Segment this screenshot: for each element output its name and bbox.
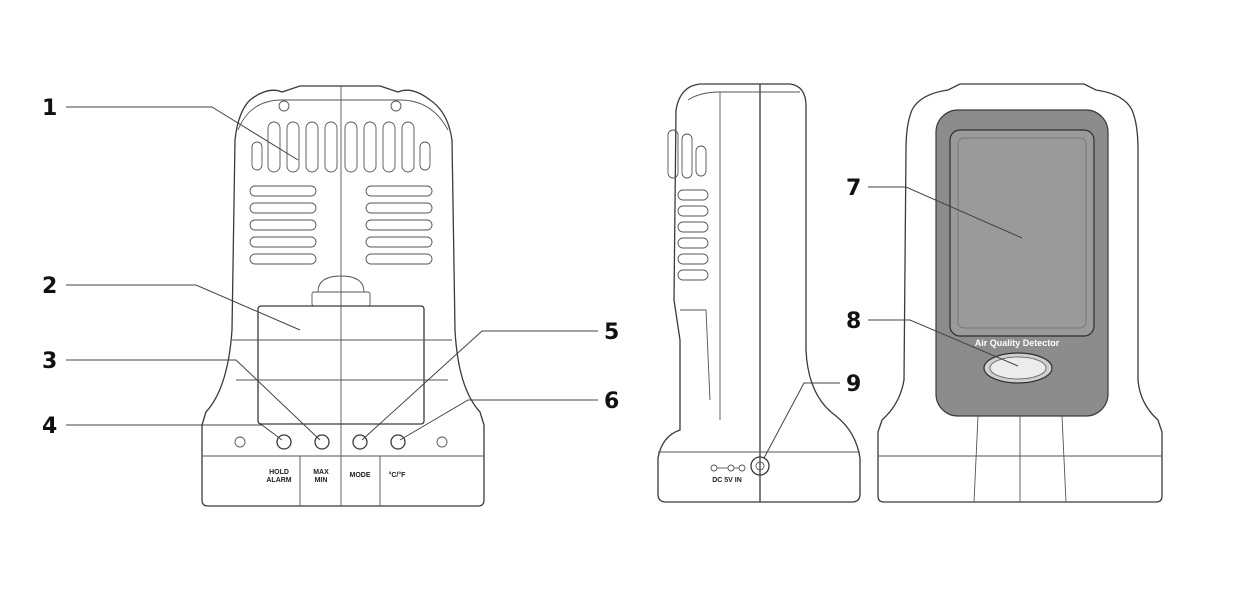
back-top-ridge <box>237 99 449 131</box>
callout-8: 8 <box>846 309 861 334</box>
callout-6: 6 <box>604 389 619 414</box>
callout-1: 1 <box>42 96 57 121</box>
screw-hole <box>278 100 290 112</box>
leader-7 <box>868 186 1023 239</box>
max-min-button[interactable] <box>314 434 330 450</box>
side-battery-edge <box>680 309 711 401</box>
front-base-divider <box>1061 415 1067 503</box>
front-power-button-inner <box>989 356 1047 380</box>
leader-8 <box>868 319 1019 367</box>
lcd-screen <box>949 129 1095 337</box>
lcd-screen-inner <box>957 137 1087 329</box>
hold-alarm-label-line1: HOLD <box>269 469 289 476</box>
side-view-body <box>657 83 861 503</box>
device-label: Air Quality Detector <box>975 338 1060 348</box>
side-view: DC 5V IN <box>657 83 861 503</box>
callout-5: 5 <box>604 320 619 345</box>
callout-9: 9 <box>846 372 861 397</box>
dc-power-port-pin <box>755 461 765 471</box>
hold-alarm-button[interactable] <box>276 434 292 450</box>
side-vent-grille-left <box>249 185 317 265</box>
back-view: HOLD ALARM MAX MIN MODE °C/°F <box>201 85 485 507</box>
leader-4 <box>66 424 283 441</box>
back-callouts: 1 2 3 4 5 6 <box>42 96 619 441</box>
callout-3: 3 <box>42 349 57 374</box>
temp-unit-label: °C/°F <box>389 471 407 479</box>
side-top-ridge <box>687 91 800 101</box>
polarity-icon <box>710 464 746 472</box>
max-min-label-line1: MAX <box>313 469 329 476</box>
leader-2 <box>66 284 301 331</box>
leader-1 <box>66 106 299 161</box>
mode-button[interactable] <box>352 434 368 450</box>
callout-2: 2 <box>42 274 57 299</box>
battery-cover <box>257 275 425 425</box>
top-vent-grille <box>251 121 431 173</box>
callout-4: 4 <box>42 414 57 439</box>
side-vent-slots <box>667 129 709 281</box>
max-min-label-line2: MIN <box>315 477 328 484</box>
front-view: Air Quality Detector <box>877 83 1163 503</box>
mode-label: MODE <box>350 472 371 479</box>
button-row <box>234 434 448 450</box>
dc-power-port[interactable] <box>750 456 770 476</box>
side-vent-grille-right <box>365 185 433 265</box>
leader-6 <box>399 399 598 441</box>
leader-9 <box>763 382 840 459</box>
back-view-body <box>201 85 485 507</box>
front-base-divider <box>973 415 979 503</box>
temp-unit-button[interactable] <box>390 434 406 450</box>
front-callouts: 7 8 <box>846 176 1023 367</box>
leader-5 <box>361 330 598 441</box>
screw-hole <box>390 100 402 112</box>
hold-alarm-label-line2: ALARM <box>266 477 291 484</box>
callout-7: 7 <box>846 176 861 201</box>
leader-3 <box>66 359 321 441</box>
dc-port-label: DC 5V IN <box>712 477 742 484</box>
front-view-body <box>877 83 1163 503</box>
